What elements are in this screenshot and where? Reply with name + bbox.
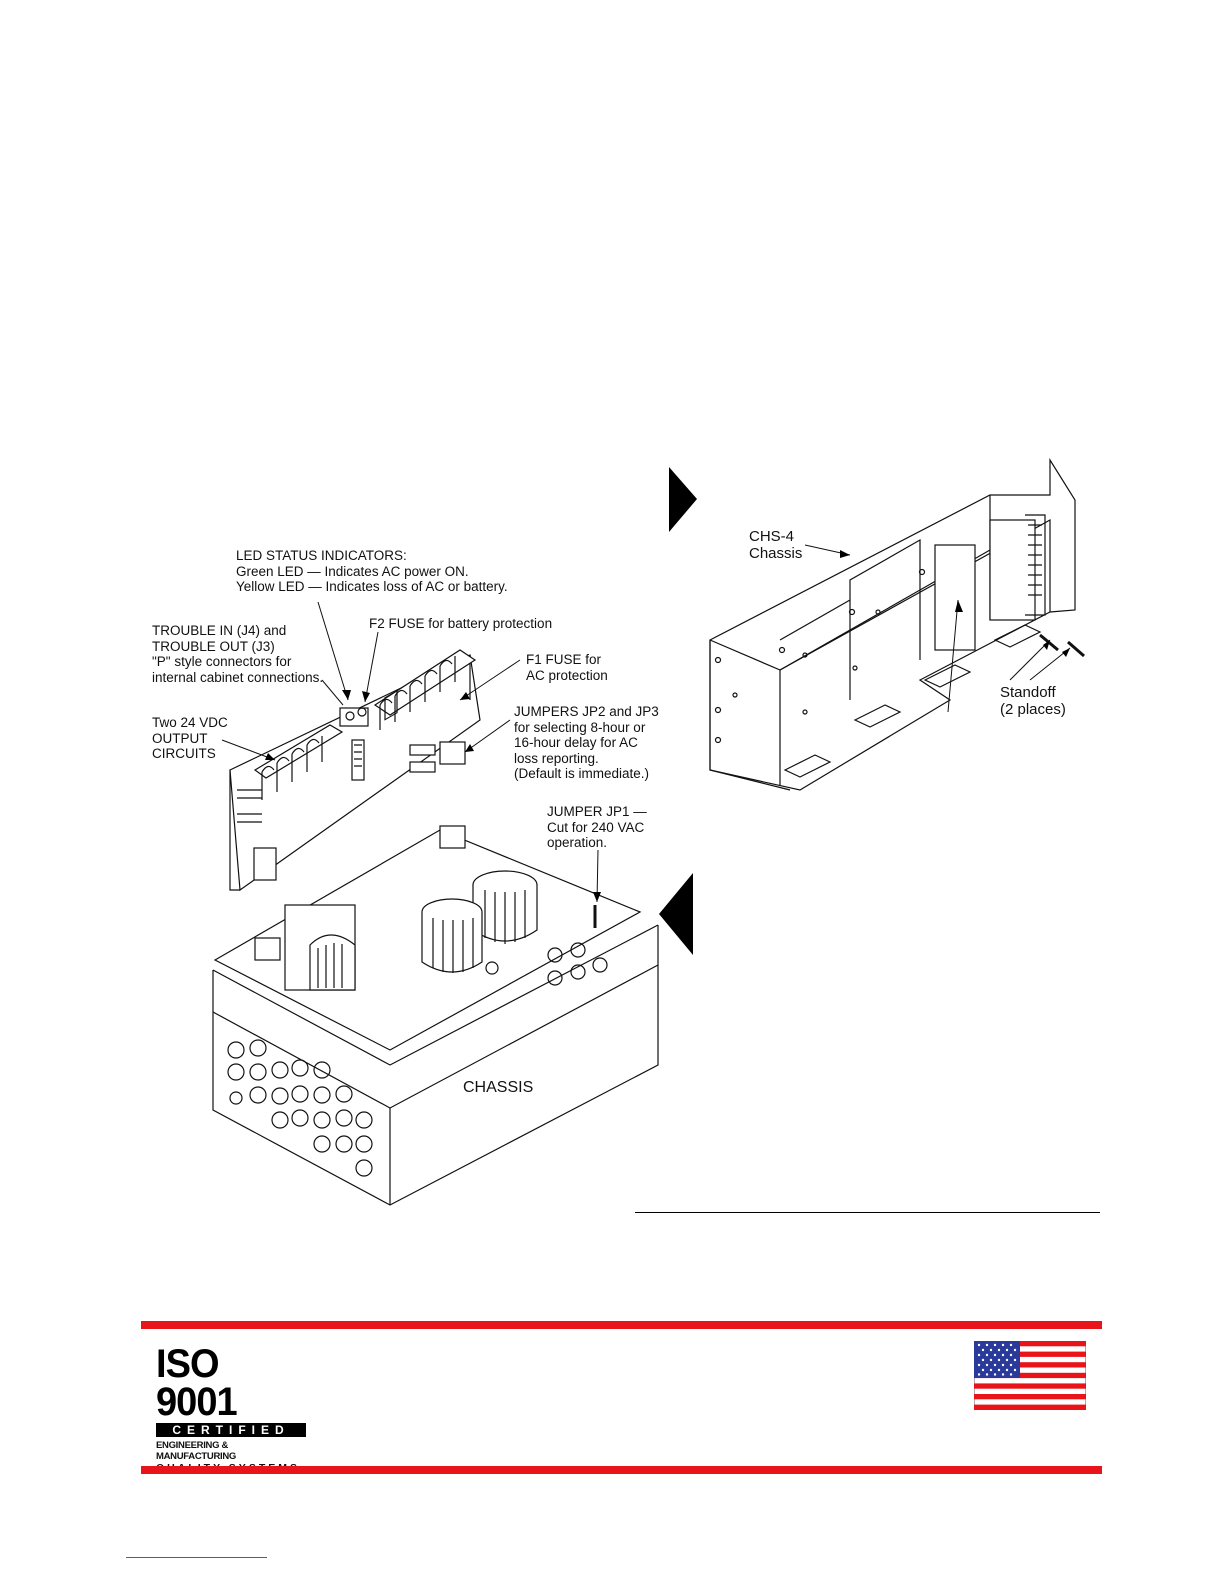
jumpers-jp2-jp3-label: JUMPERS JP2 and JP3 for selecting 8-hour…	[514, 704, 659, 781]
jumper-jp1-label: JUMPER JP1 — Cut for 240 VAC operation.	[547, 804, 647, 850]
leader-arrowheads	[265, 550, 1070, 902]
iso-engineering: ENGINEERING & MANUFACTURING	[156, 1440, 237, 1462]
pointer-triangle-right	[669, 467, 697, 532]
led-status-label: LED STATUS INDICATORS: Green LED — Indic…	[236, 548, 508, 594]
f1-fuse-label: F1 FUSE for AC protection	[526, 652, 608, 683]
iso-certified: CERTIFIED	[156, 1423, 306, 1437]
iso-9001-logo: ISO 9001 CERTIFIED ENGINEERING & MANUFAC…	[156, 1342, 308, 1474]
footer-top-rule	[141, 1321, 1102, 1329]
pointer-triangle-left	[659, 873, 693, 955]
footer-bottom-rule	[141, 1466, 1102, 1474]
us-flag-icon	[974, 1341, 1086, 1410]
chs4-chassis-label: CHS-4 Chassis	[749, 528, 803, 562]
section-divider	[635, 1212, 1100, 1213]
main-chassis-drawing	[212, 825, 659, 1206]
f2-fuse-label: F2 FUSE for battery protection	[369, 616, 553, 631]
iso-title: ISO 9001	[156, 1342, 238, 1424]
footer-link-underline[interactable]	[126, 1557, 267, 1558]
trouble-connectors-label: TROUBLE IN (J4) and TROUBLE OUT (J3) "P"…	[152, 623, 324, 685]
chassis-label: CHASSIS	[463, 1079, 534, 1096]
output-circuits-label: Two 24 VDC OUTPUT CIRCUITS	[152, 715, 228, 761]
power-supply-board	[229, 649, 481, 892]
chs4-chassis-drawing	[709, 457, 1085, 791]
standoff-label: Standoff (2 places)	[1000, 684, 1066, 718]
